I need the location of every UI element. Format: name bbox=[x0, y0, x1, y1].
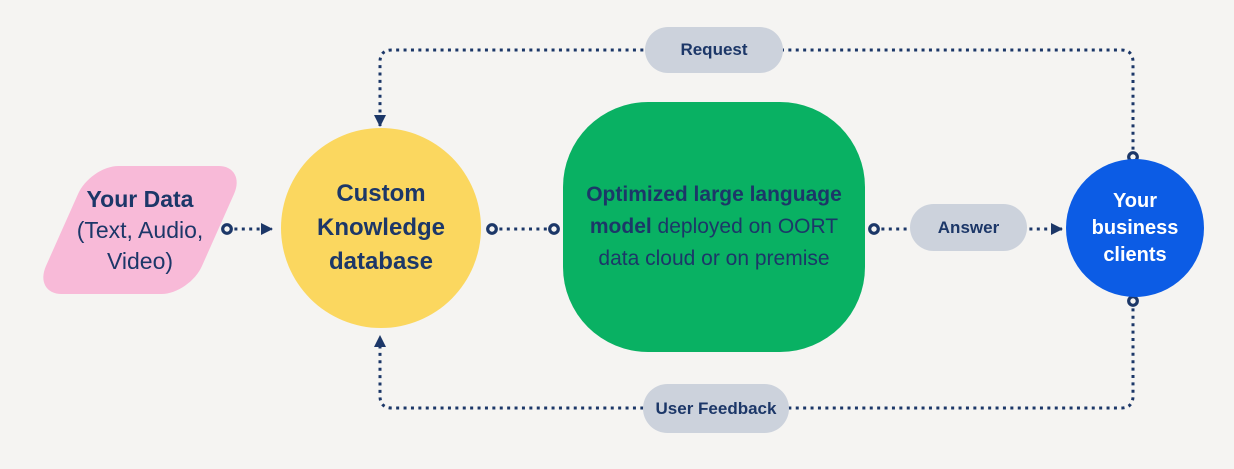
node-knowledge-database: Custom Knowledge database bbox=[281, 128, 481, 328]
business-clients-text: Your business clients bbox=[1092, 188, 1179, 269]
llm-line2: model deployed on OORT bbox=[586, 211, 842, 243]
clients-line1: Your bbox=[1112, 189, 1158, 212]
your-data-title: Your Data bbox=[86, 185, 194, 212]
llm-line2-rest: deployed on OORT bbox=[651, 215, 839, 238]
request-label-pill: Request bbox=[645, 27, 783, 73]
node-business-clients: Your business clients bbox=[1066, 159, 1204, 297]
llm-line1: Optimized large language bbox=[586, 183, 842, 206]
knowledge-line3: database bbox=[328, 248, 434, 275]
user-feedback-label-pill: User Feedback bbox=[643, 384, 789, 433]
node-your-data: Your Data (Text, Audio, Video) bbox=[33, 166, 247, 294]
llm-line2-bold: model bbox=[589, 215, 652, 238]
your-data-text: Your Data (Text, Audio, Video) bbox=[77, 184, 204, 277]
knowledge-line1: Custom bbox=[336, 180, 426, 207]
knowledge-line2: Knowledge bbox=[316, 214, 445, 241]
your-data-subtitle-line2: Video) bbox=[106, 247, 174, 274]
clients-line3: clients bbox=[1103, 243, 1167, 266]
node-llm: Optimized large language model deployed … bbox=[563, 102, 865, 352]
knowledge-database-text: Custom Knowledge database bbox=[317, 177, 445, 279]
your-data-subtitle-line1: (Text, Audio, bbox=[76, 216, 204, 243]
llm-line3: data cloud or on premise bbox=[598, 247, 830, 270]
llm-text: Optimized large language model deployed … bbox=[586, 179, 842, 275]
answer-label-pill: Answer bbox=[910, 204, 1027, 251]
clients-line2: business bbox=[1091, 216, 1179, 239]
